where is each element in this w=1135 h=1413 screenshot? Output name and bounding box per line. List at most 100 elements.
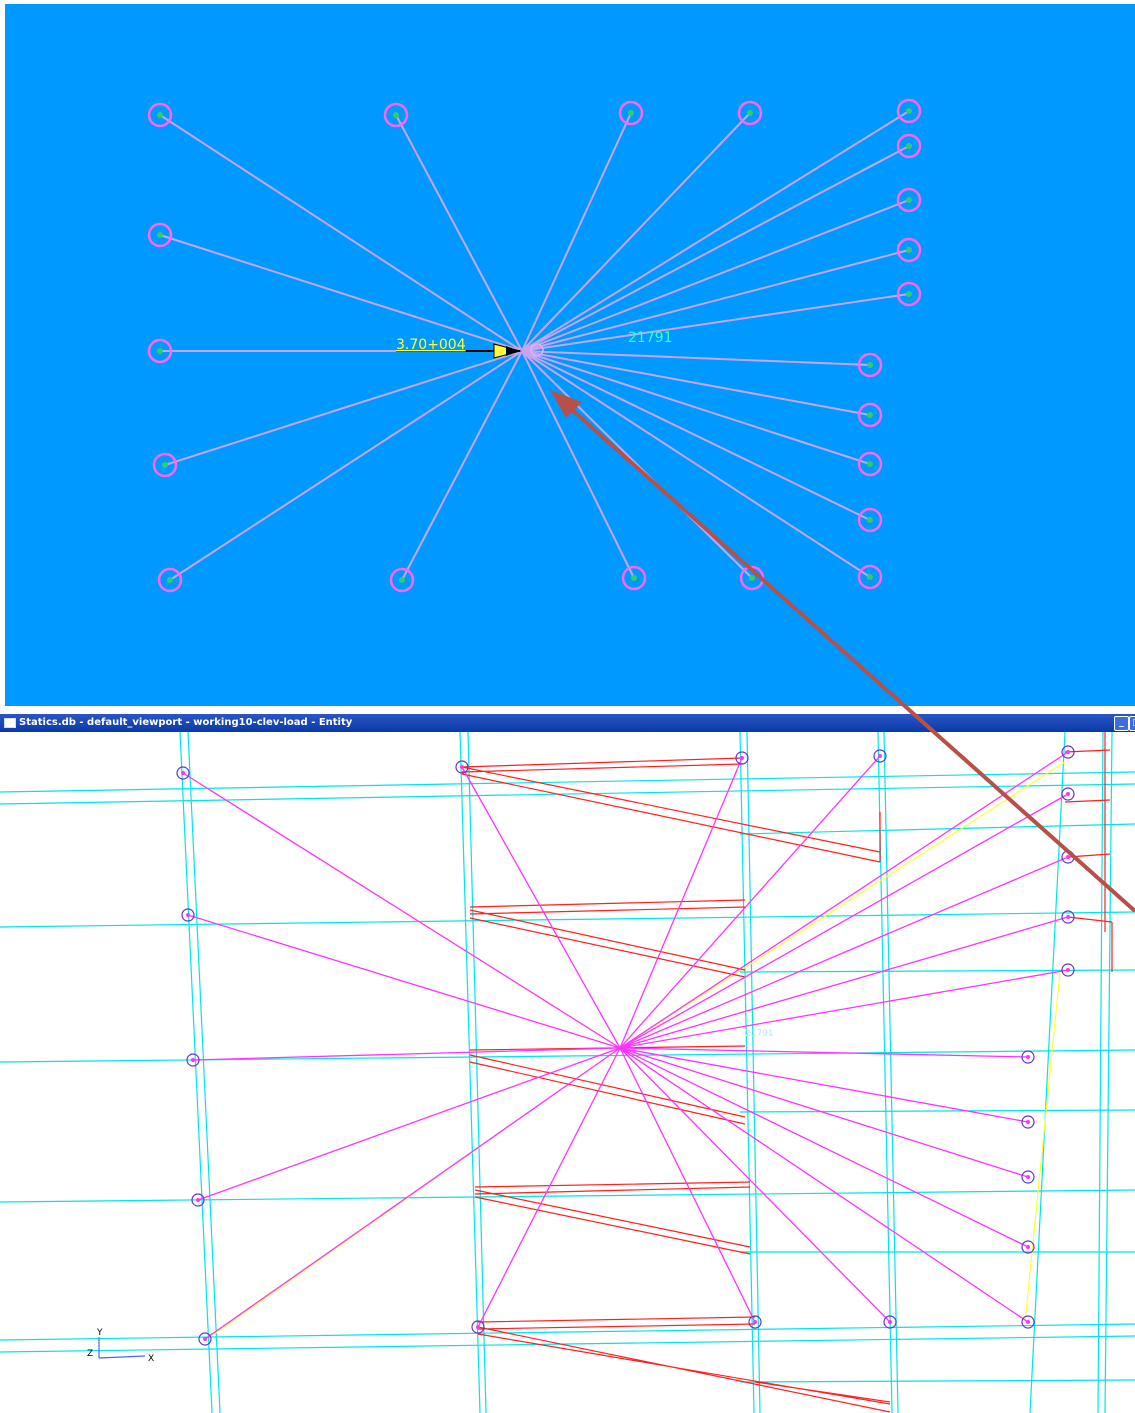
node-core <box>867 362 873 368</box>
spider-leg <box>619 969 1069 1049</box>
spider-leg <box>619 1047 756 1323</box>
node-core <box>1026 1175 1030 1179</box>
minimize-icon[interactable]: _ <box>1114 716 1129 731</box>
node-core <box>906 197 912 203</box>
node-core <box>1026 1245 1030 1249</box>
node-ring <box>737 100 763 126</box>
top-viewport-canvas[interactable]: 3.70+004 21791 <box>0 0 1135 706</box>
mesh-line <box>0 1049 1135 1063</box>
bottom-viewport-background <box>0 732 1135 1413</box>
beam-line <box>477 1316 891 1413</box>
statics-viewport-window[interactable]: Statics.db - default_viewport - working1… <box>0 706 1135 1413</box>
node-ring <box>857 352 883 378</box>
load-arrow-glyph <box>396 343 522 359</box>
node-ring <box>147 222 173 248</box>
mesh-line <box>0 1335 1135 1353</box>
maximize-icon[interactable]: □ <box>1129 716 1135 731</box>
node-ring <box>152 452 178 478</box>
center-node-marker <box>530 343 544 357</box>
window-title: Statics.db - default_viewport - working1… <box>19 717 353 728</box>
node-ring <box>471 1320 485 1334</box>
mesh-line <box>739 1109 1135 1113</box>
spider-leg <box>619 1047 1029 1323</box>
spider-leg <box>619 1047 891 1323</box>
node-core <box>740 756 744 760</box>
bottom-spider-element <box>182 751 1069 1340</box>
top-graphics-viewport[interactable]: 3.70+004 21791 <box>0 0 1135 706</box>
spider-leg <box>461 766 621 1049</box>
node-ring <box>1021 1170 1035 1184</box>
node-core <box>157 112 163 118</box>
node-core <box>1066 792 1070 796</box>
node-core <box>1066 915 1070 919</box>
node-ring <box>198 1332 212 1346</box>
center-node-tag: 21791 <box>745 1029 774 1039</box>
node-ring <box>1061 963 1075 977</box>
node-ring <box>186 1053 200 1067</box>
node-ring <box>1021 1240 1035 1254</box>
spider-leg <box>521 112 751 352</box>
node-ring <box>181 908 195 922</box>
node-core <box>753 1320 757 1324</box>
spider-leg <box>521 145 910 352</box>
node-core <box>906 143 912 149</box>
node-core <box>203 1337 207 1341</box>
spider-leg <box>395 114 523 352</box>
node-ring <box>896 98 922 124</box>
node-core <box>906 291 912 297</box>
node-ring <box>176 766 190 780</box>
spider-leg <box>619 1047 1029 1178</box>
load-magnitude-label: 3.70+004 <box>396 337 466 353</box>
spider-leg <box>159 234 523 352</box>
node-core <box>196 1198 200 1202</box>
center-node-value-label: 21791 <box>628 330 673 346</box>
spider-leg <box>204 1047 621 1340</box>
node-ring <box>147 102 173 128</box>
spider-leg <box>521 249 910 352</box>
node-core <box>906 247 912 253</box>
node-core <box>186 913 190 917</box>
spider-leg <box>164 350 523 466</box>
node-core <box>1066 855 1070 859</box>
spider-leg <box>619 916 1069 1049</box>
node-core <box>399 577 405 583</box>
node-core <box>460 765 464 769</box>
node-ring <box>1021 1050 1035 1064</box>
node-core <box>162 462 168 468</box>
spider-leg <box>477 1047 621 1328</box>
node-core <box>867 574 873 580</box>
mesh-line <box>179 732 213 1413</box>
node-core <box>1026 1120 1030 1124</box>
node-core <box>167 577 173 583</box>
mesh-line <box>467 732 487 1413</box>
node-core <box>1066 750 1070 754</box>
mesh-line <box>739 1379 1135 1383</box>
mesh-line <box>0 1323 1135 1341</box>
mesh-line <box>0 1189 1135 1203</box>
node-core <box>1066 968 1070 972</box>
spider-leg <box>521 110 910 352</box>
node-core <box>393 112 399 118</box>
spider-leg <box>169 350 523 581</box>
spider-leg <box>192 1047 621 1061</box>
axis-z-label: Z <box>87 1349 93 1359</box>
node-core <box>631 575 637 581</box>
node-ring <box>896 133 922 159</box>
node-ring <box>389 567 415 593</box>
spider-leg <box>187 914 621 1049</box>
window-icon <box>4 718 16 728</box>
node-ring <box>748 1315 762 1329</box>
spider-leg <box>521 293 910 352</box>
node-ring <box>896 237 922 263</box>
window-title-bar[interactable]: Statics.db - default_viewport - working1… <box>0 714 1135 732</box>
spider-leg <box>521 199 910 352</box>
node-ring <box>618 100 644 126</box>
node-core <box>157 232 163 238</box>
bottom-viewport-canvas[interactable]: 21791 Y Z X <box>0 732 1135 1413</box>
node-core <box>191 1058 195 1062</box>
node-core <box>878 754 882 758</box>
axis-x-label: X <box>148 1354 154 1364</box>
spider-leg <box>619 1047 1029 1123</box>
node-core <box>867 517 873 523</box>
spider-leg <box>521 350 871 366</box>
